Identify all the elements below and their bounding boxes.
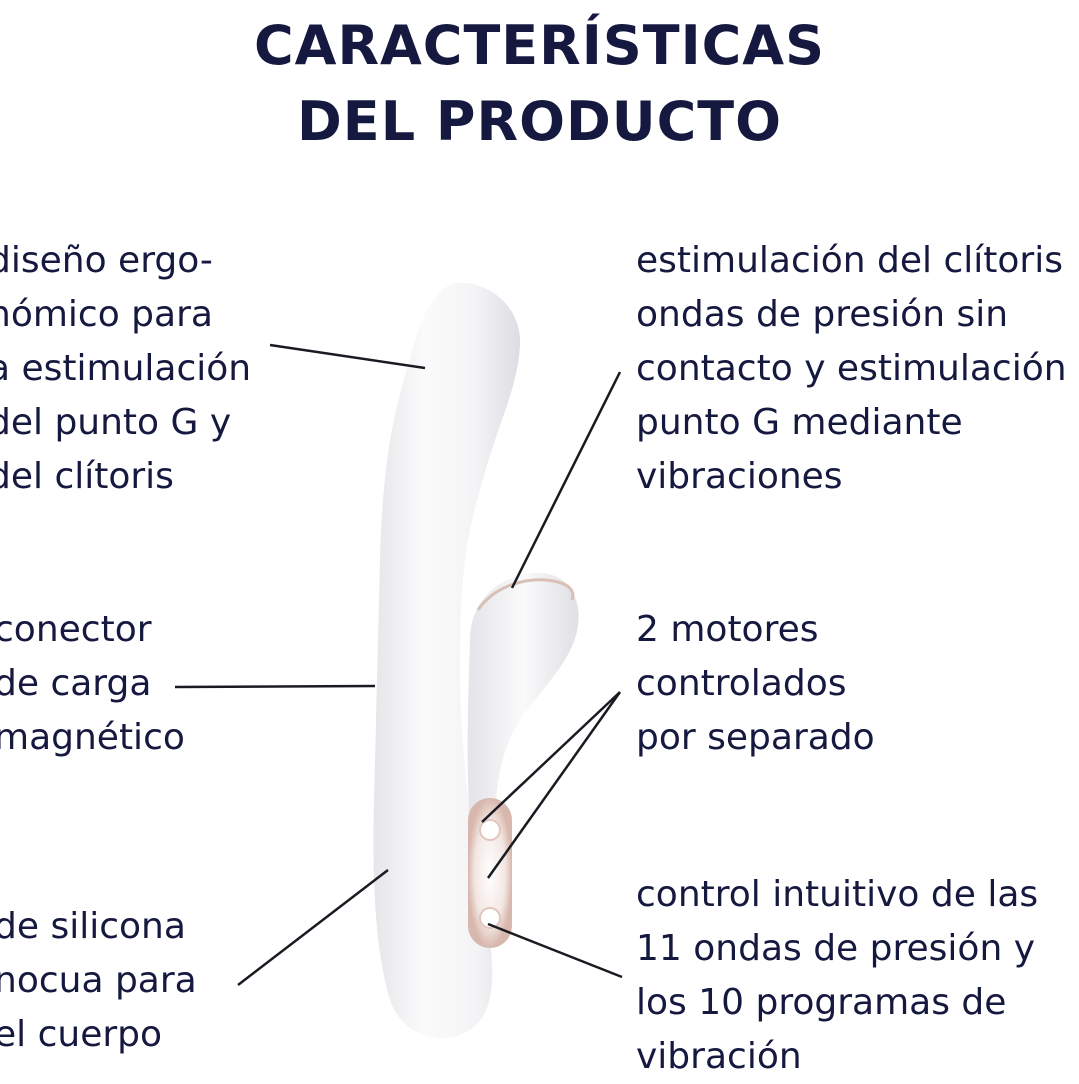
feature-line: contacto y estimulación	[636, 348, 1067, 389]
feature-line: 11 ondas de presión y	[636, 928, 1036, 969]
pointer-stimulation	[510, 371, 622, 589]
feature-line: el cuerpo	[0, 1014, 163, 1055]
feature-line: del punto G y	[0, 402, 232, 443]
feature-line: punto G mediante	[636, 402, 963, 443]
feature-line: por separado	[636, 717, 875, 758]
feature-motors: 2 motores controlados por separado	[636, 603, 875, 765]
feature-stimulation: estimulación del clítoris ondas de presi…	[636, 234, 1067, 504]
feature-line: nómico para	[0, 294, 213, 335]
pointer-silicone	[237, 869, 389, 986]
product-head-rim	[476, 578, 575, 611]
feature-line: magnético	[0, 717, 185, 758]
feature-control: control intuitivo de las 11 ondas de pre…	[636, 868, 1038, 1084]
feature-line: de silicona	[0, 906, 186, 947]
button-bottom	[479, 907, 501, 929]
product-arm	[467, 572, 579, 830]
feature-line: de carga	[0, 663, 152, 704]
page-title: CARACTERÍSTICAS DEL PRODUCTO	[0, 8, 1079, 160]
feature-line: control intuitivo de las	[636, 874, 1039, 915]
feature-ergonomic: diseño ergo- nómico para a estimulación …	[0, 234, 251, 504]
product-shaft	[373, 282, 521, 1039]
title-line-2: DEL PRODUCTO	[296, 90, 783, 153]
feature-silicone: de silicona nocua para el cuerpo	[0, 900, 197, 1062]
pointer-motors-b	[486, 691, 622, 879]
feature-line: estimulación del clítoris	[636, 240, 1063, 281]
feature-charger: conector de carga magnético	[0, 603, 185, 765]
feature-line: nocua para	[0, 960, 197, 1001]
feature-line: ondas de presión sin	[636, 294, 1009, 335]
feature-line: conector	[0, 609, 152, 650]
feature-line: vibración	[636, 1036, 802, 1077]
control-panel	[468, 798, 512, 948]
feature-line: los 10 programas de	[636, 982, 1007, 1023]
feature-line: a estimulación	[0, 348, 252, 389]
feature-line: del clítoris	[0, 456, 174, 497]
pointer-control	[487, 922, 623, 979]
feature-line: diseño ergo-	[0, 240, 213, 281]
feature-line: 2 motores	[636, 609, 819, 650]
pointer-motors-a	[481, 691, 621, 823]
title-line-1: CARACTERÍSTICAS	[254, 14, 825, 77]
pointer-charger	[174, 684, 376, 689]
button-top	[479, 819, 501, 841]
feature-line: controlados	[636, 663, 847, 704]
pointer-ergonomic	[269, 343, 426, 370]
feature-line: vibraciones	[636, 456, 843, 497]
